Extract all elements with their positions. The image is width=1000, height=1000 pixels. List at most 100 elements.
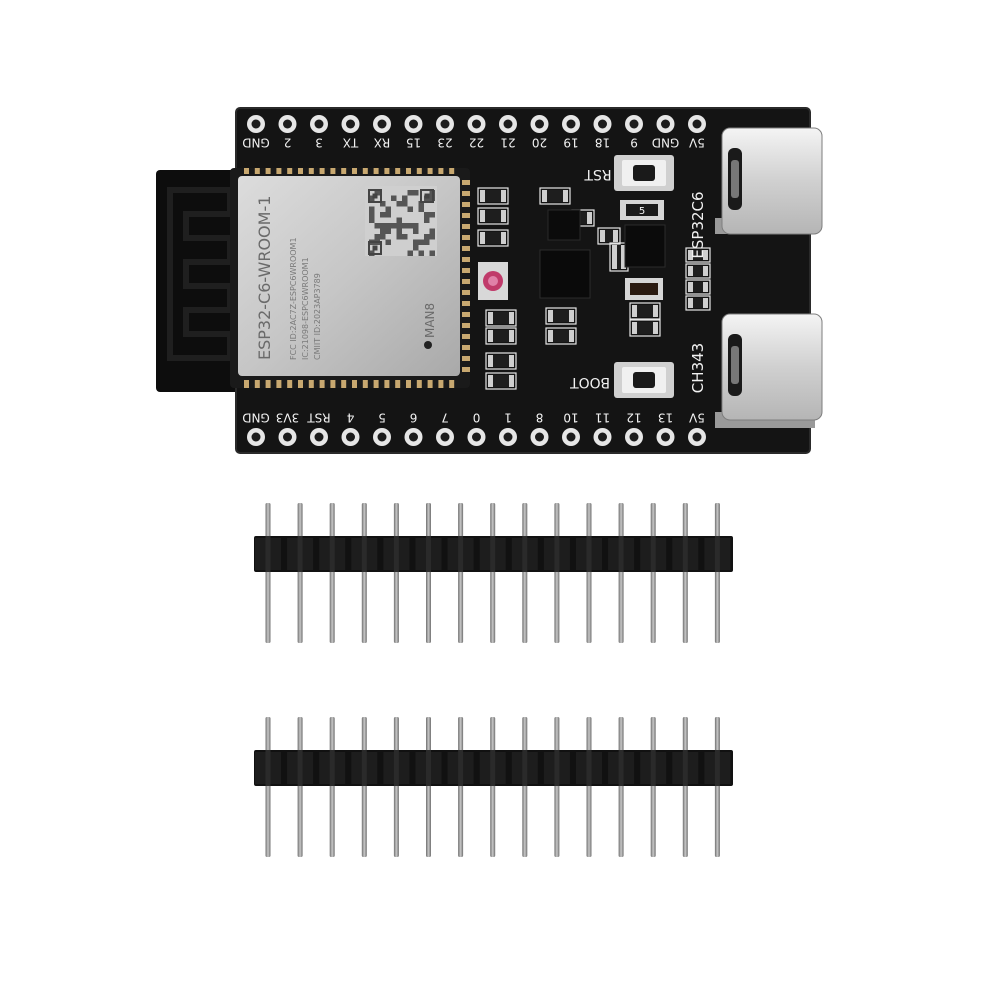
header-pin <box>714 503 720 643</box>
header-pin <box>586 503 592 643</box>
header-pin <box>393 503 399 643</box>
bottom-pin-pad <box>247 428 265 446</box>
bottom-pin-label: 10 <box>563 411 578 425</box>
header-pin <box>426 717 431 857</box>
top-pin-pad <box>467 115 486 133</box>
top-pin-label: 21 <box>500 136 515 150</box>
bottom-pin-pad <box>310 428 328 446</box>
header-pin <box>426 503 431 643</box>
smd-component <box>629 319 661 337</box>
bottom-pin-pad <box>436 428 454 446</box>
top-pin-label: TX <box>343 136 360 150</box>
header-pin <box>329 503 335 643</box>
bottom-pin-pads <box>247 428 706 446</box>
module-fine-print-2: IC:21098-ESPC6WROOM1 <box>301 257 310 360</box>
header-pin <box>618 717 624 857</box>
top-pin-label: GND <box>652 136 680 150</box>
top-pin-pad <box>625 115 643 133</box>
top-pin-pad <box>310 115 328 133</box>
header-pin <box>682 717 688 857</box>
top-pin-pad <box>247 115 265 133</box>
bottom-pin-pad <box>688 428 706 446</box>
bottom-pin-label: GND <box>242 411 270 425</box>
top-pin-pad <box>530 115 549 133</box>
bottom-pin-label: 8 <box>536 411 544 425</box>
smd-component <box>685 247 711 263</box>
module-fine-print-1: FCC ID:2AC7Z-ESPC6WROOM1 <box>289 237 298 360</box>
header-pin <box>265 503 271 643</box>
smd-component <box>545 307 577 325</box>
bottom-pin-label: 12 <box>626 411 641 425</box>
bottom-pin-label: 3V3 <box>276 411 299 425</box>
top-pin-pad <box>278 115 297 133</box>
top-pin-pad <box>404 115 423 133</box>
header-pin <box>361 503 367 643</box>
bottom-pin-pad <box>530 428 549 446</box>
esp32-module: ESP32-C6-WROOM-1 FCC ID:2AC7Z-ESPC6WROOM… <box>230 168 470 388</box>
header-pin <box>361 717 367 857</box>
usb-c-port-bottom[interactable] <box>715 313 823 428</box>
top-pin-pad <box>593 115 612 133</box>
top-pin-label: 23 <box>437 136 452 150</box>
top-pin-pad <box>341 115 360 133</box>
header-pin <box>522 503 528 643</box>
bottom-pin-label: 5 <box>378 411 386 425</box>
bottom-pin-pad <box>656 428 675 446</box>
header-pin <box>297 717 303 857</box>
smd-component <box>485 327 517 345</box>
bottom-pin-label: 4 <box>347 411 355 425</box>
bottom-pin-label: 7 <box>441 411 449 425</box>
smd-component <box>477 207 509 225</box>
module-maker-mark: MAN8 <box>423 303 437 338</box>
bottom-pin-label: 6 <box>410 411 418 425</box>
smd-component <box>685 295 711 311</box>
header-pin <box>265 717 271 857</box>
pin1-dot <box>424 341 432 349</box>
smd-component <box>539 187 571 205</box>
top-pin-pad <box>562 115 580 133</box>
bottom-pin-label: 1 <box>504 411 512 425</box>
module-label: ESP32-C6-WROOM-1 <box>255 196 274 360</box>
top-pin-pad <box>688 115 706 133</box>
top-pin-label: 9 <box>630 136 638 150</box>
boot-label: BOOT <box>570 374 610 390</box>
small-ic <box>547 209 581 241</box>
module-fine-print-3: CMIIT ID:2023AP3789 <box>313 273 322 360</box>
rst-button[interactable] <box>614 155 674 191</box>
header-pin <box>554 503 560 643</box>
bottom-pin-label: 13 <box>658 411 673 425</box>
bottom-usb-label: CH343 <box>689 343 707 393</box>
usb-c-port-top[interactable] <box>715 127 823 235</box>
smd-component <box>685 263 711 279</box>
boot-button[interactable] <box>614 362 674 398</box>
regulator-mark: 5 <box>639 206 645 217</box>
top-pin-label: 3 <box>315 136 323 150</box>
smd-component <box>597 227 621 245</box>
top-pin-label: GND <box>242 136 270 150</box>
header-pin <box>329 717 335 857</box>
top-pin-label: 20 <box>532 136 547 150</box>
top-pin-label: 18 <box>595 136 610 150</box>
header-pin <box>618 503 624 643</box>
top-pin-label: 5V <box>688 136 705 150</box>
smd-component <box>629 302 661 320</box>
bottom-pin-label: 11 <box>595 411 610 425</box>
top-pin-label: 22 <box>469 136 484 150</box>
header-pin <box>554 717 560 857</box>
bottom-pin-pad <box>562 428 580 446</box>
header-pin <box>522 717 528 857</box>
top-pin-pad <box>499 115 517 133</box>
top-pin-label: 2 <box>284 136 292 150</box>
smd-component <box>485 352 517 370</box>
bottom-pin-pad <box>625 428 643 446</box>
header-pin <box>714 717 720 857</box>
top-pin-pad <box>656 115 675 133</box>
header-pin <box>682 503 688 643</box>
header-pin <box>458 503 464 643</box>
bottom-pin-label: 5V <box>688 411 705 425</box>
bottom-pin-pad <box>467 428 486 446</box>
smd-component <box>477 187 509 205</box>
